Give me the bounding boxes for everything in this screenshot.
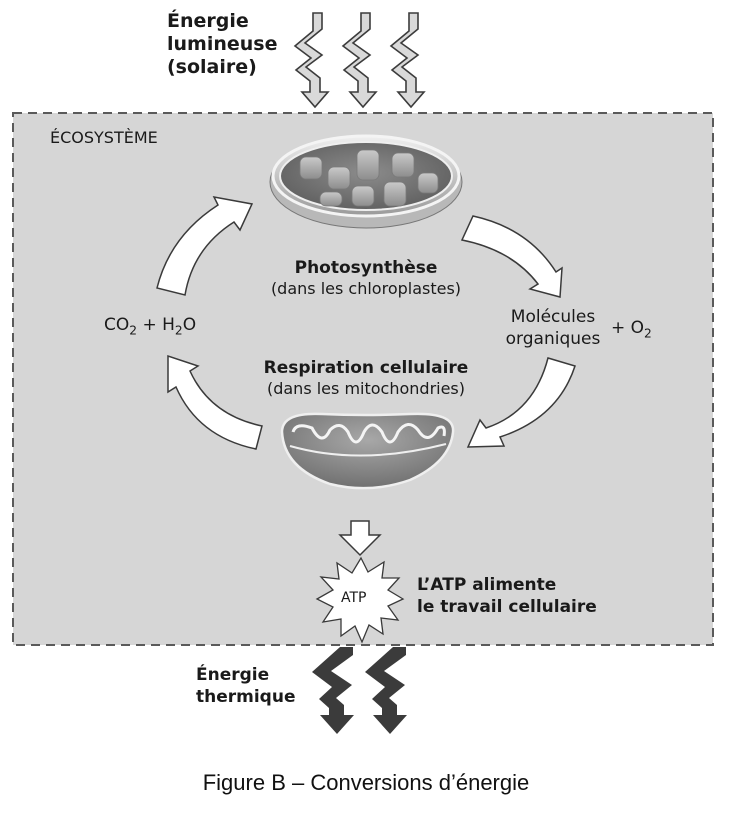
- co2-subscript: 2: [129, 323, 138, 338]
- respiration-subtitle: (dans les mitochondries): [266, 378, 466, 398]
- atp-label: L’ATP alimente le travail cellulaire: [417, 574, 597, 618]
- arrow-to-organic-molecules-icon: [460, 215, 563, 298]
- light-energy-label: Énergie lumineuse (solaire): [167, 10, 277, 79]
- light-arrow-icon: [341, 12, 378, 109]
- h2o-subscript: 2: [174, 323, 183, 338]
- chloroplast-icon: [269, 134, 463, 229]
- light-arrow-icon: [293, 12, 330, 109]
- organic-molecules-label: Molécules organiques: [488, 306, 618, 350]
- h2o-text: + H: [142, 315, 175, 335]
- co2-text: CO: [104, 315, 130, 335]
- respiration-title: Respiration cellulaire: [263, 358, 469, 378]
- atp-label-line: L’ATP alimente: [417, 575, 557, 595]
- mitochondrion-icon: [280, 412, 455, 490]
- photosynthesis-subtitle: (dans les chloroplastes): [270, 278, 462, 298]
- photosynthesis-label: Photosynthèse (dans les chloroplastes): [216, 258, 516, 298]
- light-energy-label-line: (solaire): [167, 56, 257, 78]
- heat-arrow-icon: [365, 647, 407, 734]
- heat-energy-label-line: thermique: [196, 687, 296, 707]
- atp-label-line: le travail cellulaire: [417, 597, 597, 617]
- heat-energy-arrows: [312, 647, 407, 734]
- organic-molecules-line: organiques: [505, 329, 601, 349]
- heat-energy-label: Énergie thermique: [196, 664, 296, 708]
- arrow-to-respiration-icon: [466, 357, 576, 448]
- o2-subscript: 2: [644, 326, 652, 341]
- h2o-end-text: O: [182, 315, 197, 335]
- atp-burst-icon: [315, 556, 405, 644]
- light-energy-label-line: lumineuse: [167, 33, 278, 55]
- o2-label: + O2: [611, 318, 652, 341]
- light-arrow-icon: [389, 12, 426, 109]
- light-energy-label-line: Énergie: [167, 10, 249, 32]
- light-energy-arrows: [293, 12, 426, 109]
- photosynthesis-title: Photosynthèse: [294, 258, 438, 278]
- o2-text: + O: [611, 318, 645, 338]
- arrow-to-co2-icon: [167, 354, 263, 450]
- heat-arrow-icon: [312, 647, 354, 734]
- cycle-arrows: [156, 195, 576, 450]
- ecosystem-label: ÉCOSYSTÈME: [50, 128, 158, 147]
- arrow-to-atp-icon: [338, 520, 382, 557]
- co2-h2o-label: CO2 + H2O: [104, 315, 197, 338]
- figure-caption: Figure B – Conversions d’énergie: [202, 770, 530, 795]
- atp-badge: ATP: [341, 590, 367, 606]
- heat-energy-label-line: Énergie: [196, 665, 270, 685]
- arrow-to-photosynthesis-icon: [156, 195, 254, 296]
- respiration-label: Respiration cellulaire (dans les mitocho…: [216, 358, 516, 398]
- organic-molecules-line: Molécules: [510, 307, 596, 327]
